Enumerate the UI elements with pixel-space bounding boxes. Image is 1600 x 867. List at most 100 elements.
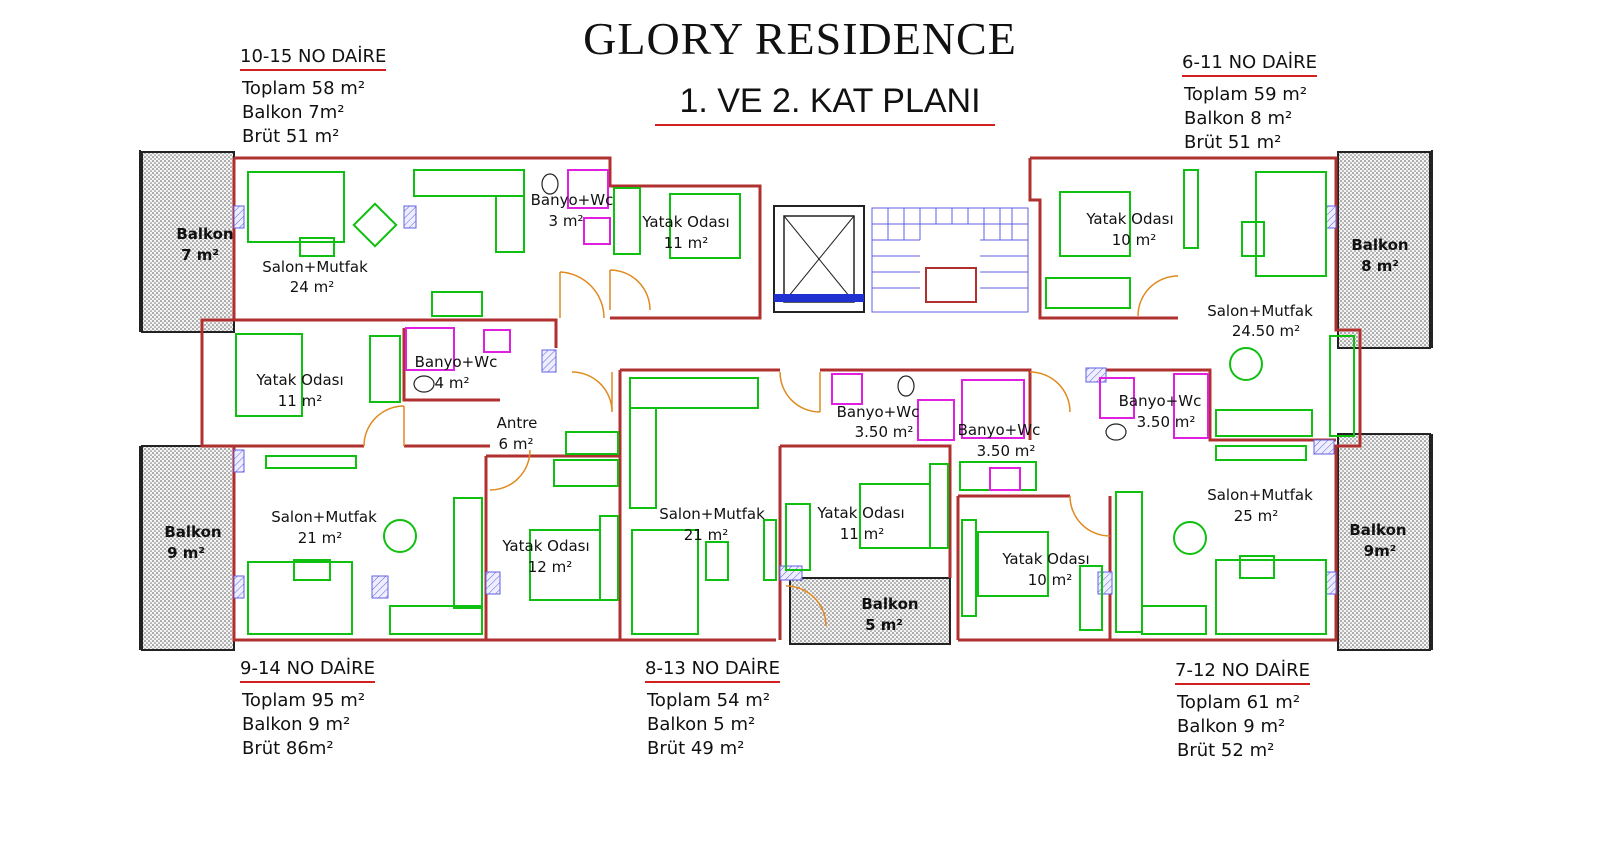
apartment-info-10-15: 10-15 NO DAİRE Toplam 58 m² Balkon 7m² B… <box>240 46 387 149</box>
kitchen-counter-icon <box>1329 335 1355 437</box>
room-area: 25 m² <box>1234 507 1278 525</box>
room-name: Salon+Mutfak <box>1207 302 1313 320</box>
kitchen-counter-icon <box>1115 491 1143 633</box>
bathtub-icon <box>1173 373 1209 439</box>
wardrobe-icon <box>369 335 401 403</box>
door <box>559 271 605 319</box>
sink-icon <box>583 217 611 245</box>
floor-plan-subtitle: 1. VE 2. KAT PLANI <box>679 82 981 120</box>
kitchen-counter-icon <box>495 195 525 253</box>
room-name: Salon+Mutfak <box>659 505 765 523</box>
dining-table-icon <box>383 519 417 553</box>
elevator-cross <box>783 215 855 303</box>
window-sill-icon <box>1215 445 1307 461</box>
kitchen-counter-icon <box>389 605 483 635</box>
sofa-icon <box>1255 171 1327 277</box>
wardrobe-icon <box>565 431 619 455</box>
room-area: 3 m² <box>549 212 584 230</box>
balcony-top-right <box>1337 151 1431 349</box>
balcony-area: 8 m² <box>1361 257 1399 275</box>
wall-right-bath <box>1090 368 1336 442</box>
wardrobe-icon <box>613 187 641 255</box>
apartment-name: 9-14 NO DAİRE <box>240 658 375 683</box>
sofa-icon <box>247 561 353 635</box>
wall-bed11-top <box>780 444 952 578</box>
door <box>1069 495 1111 537</box>
apartment-balcony: Balkon 8 m² <box>1184 108 1293 129</box>
room-name: Yatak Odası <box>501 537 589 555</box>
room-name: Antre <box>497 414 538 432</box>
apartment-gross: Brüt 51 m² <box>242 126 340 147</box>
room-name: Yatak Odası <box>816 504 904 522</box>
apartment-name: 10-15 NO DAİRE <box>240 46 387 71</box>
sink-icon <box>1099 377 1135 419</box>
balcony-area: 9m² <box>1364 542 1397 560</box>
tv-unit-icon <box>763 519 777 581</box>
room-name: Salon+Mutfak <box>1207 486 1313 504</box>
wall-top-left <box>234 156 762 320</box>
elevator-shaft <box>773 205 865 313</box>
room-labels: Salon+Mutfak 24 m² Banyo+Wc 3 m² Yatak O… <box>255 191 1313 589</box>
kitchen-counter-icon <box>413 169 525 197</box>
room-area: 21 m² <box>298 529 342 547</box>
wardrobe-icon <box>553 459 619 487</box>
sink-icon <box>483 329 511 353</box>
door <box>571 371 613 413</box>
subtitle-underline <box>655 124 995 126</box>
elevator-door <box>774 294 864 302</box>
apartment-total: Toplam 95 m² <box>242 690 366 711</box>
room-area: 3.50 m² <box>1137 413 1196 431</box>
room-area: 4 m² <box>435 374 470 392</box>
apartment-info-6-11: 6-11 NO DAİRE Toplam 59 m² Balkon 8 m² B… <box>1182 52 1317 155</box>
apartment-name: 8-13 NO DAİRE <box>645 658 780 683</box>
armchair-icon <box>352 202 398 248</box>
balcony-name: Balkon <box>1349 521 1406 539</box>
coffee-table-icon <box>1241 221 1265 257</box>
room-area: 24 m² <box>290 278 334 296</box>
room-area: 10 m² <box>1112 231 1156 249</box>
kitchen-counter-icon <box>629 407 657 509</box>
room-name: Yatak Odası <box>255 371 343 389</box>
door <box>1137 275 1179 317</box>
wall-baths <box>820 368 1032 440</box>
shower-icon <box>405 327 455 371</box>
balcony-name: Balkon <box>1351 236 1408 254</box>
room-area: 21 m² <box>684 526 728 544</box>
apartment-total: Toplam 61 m² <box>1177 692 1301 713</box>
apartment-balcony: Balkon 9 m² <box>242 714 351 735</box>
room-name: Banyo+Wc <box>837 403 920 421</box>
toilet-icon <box>413 375 435 393</box>
apartment-gross: Brüt 86m² <box>242 738 334 759</box>
balcony-bottom-right <box>1337 433 1431 651</box>
shower-icon <box>567 169 609 209</box>
room-area: 12 m² <box>528 558 572 576</box>
wall-right <box>958 156 1362 642</box>
furniture <box>235 169 1355 635</box>
door <box>1029 371 1071 413</box>
sofa-icon <box>631 529 699 635</box>
kitchen-counter-icon <box>1141 605 1207 635</box>
bed-icon <box>977 531 1049 597</box>
door <box>363 405 405 447</box>
staircase <box>871 207 1029 313</box>
balcony-name: Balkon <box>164 523 221 541</box>
balcony-name: Balkon <box>176 225 233 243</box>
dresser-icon <box>1079 565 1103 631</box>
wardrobe-icon <box>1045 277 1131 309</box>
building-title: GLORY RESIDENCE <box>583 13 1017 64</box>
room-name: Yatak Odası <box>1001 550 1089 568</box>
balcony-area: 7 m² <box>181 246 219 264</box>
door <box>779 371 821 413</box>
apartment-balcony: Balkon 5 m² <box>647 714 756 735</box>
sanitary-fixtures <box>405 169 1209 491</box>
toilet-icon <box>897 375 915 397</box>
window-sill-icon <box>265 455 357 469</box>
apartment-gross: Brüt 49 m² <box>647 738 745 759</box>
dresser-icon <box>599 515 619 601</box>
balcony-name: Balkon <box>861 595 918 613</box>
door <box>609 269 651 311</box>
core <box>773 205 1029 313</box>
dining-table-icon <box>431 291 483 317</box>
sink-icon <box>831 373 863 405</box>
